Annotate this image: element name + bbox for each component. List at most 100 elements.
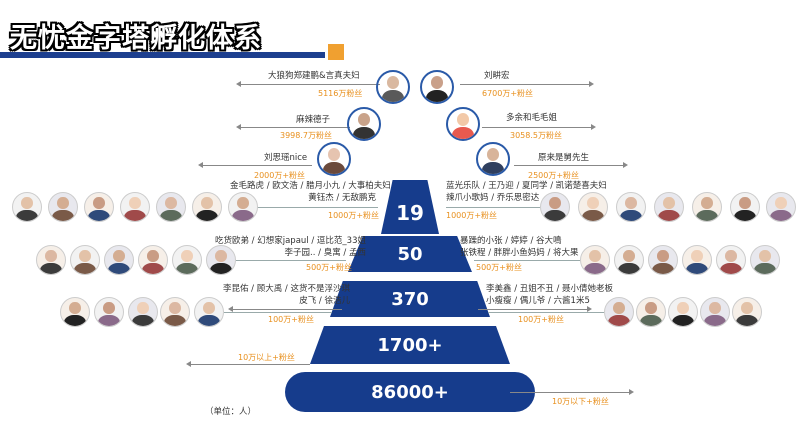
avatar: [172, 245, 202, 275]
avatar: [614, 245, 644, 275]
avatar: [616, 192, 646, 222]
unit-note: （单位：人）: [205, 407, 257, 417]
avatar: [194, 297, 224, 327]
avatar: [700, 297, 730, 327]
avatar: [94, 297, 124, 327]
avatar: [682, 245, 712, 275]
top-left-3-fans: 2000万+粉丝: [254, 171, 306, 180]
connector-line: [224, 312, 332, 313]
connector-line: [236, 260, 346, 261]
tier-2-value: 50: [397, 243, 423, 265]
tier2-right-names: 暴躁的小张 / 婷婷 / 谷大鳴 张铁程 / 胖胖小鱼妈妈 / 将大果: [460, 235, 579, 259]
avatar: [12, 192, 42, 222]
avatar: [36, 245, 66, 275]
top-right-1-arrow: [460, 81, 594, 87]
avatar: [604, 297, 634, 327]
top-right-3-arrow: [514, 162, 628, 168]
avatar: [730, 192, 760, 222]
tier1-right-fans: 1000万+粉丝: [446, 211, 498, 220]
tier4-left-arrow: [186, 361, 310, 367]
avatar: [654, 192, 684, 222]
avatar: [84, 192, 114, 222]
avatar: [104, 245, 134, 275]
tier3-left-fans: 100万+粉丝: [268, 315, 314, 324]
tier2-right-fans: 500万+粉丝: [476, 263, 522, 272]
top-left-1-fans: 5116万粉丝: [318, 89, 363, 98]
tier1-left-line-2: 黄钰杰 / 无敌鹏克: [308, 193, 376, 203]
avatar: [750, 245, 780, 275]
avatar: [48, 192, 78, 222]
avatar: [716, 245, 746, 275]
avatar: [420, 70, 454, 104]
tier2-left-names: 吃货欧弟 / 幻想家japaul / 逗比范_33姐 李子园.. / 臭寓 / …: [196, 235, 366, 259]
top-right-2-name: 多余和毛毛姐: [506, 113, 558, 123]
title-accent-square: [328, 44, 344, 60]
tier2-left-line-2: 李子园.. / 臭寓 / 孟西: [284, 248, 366, 258]
avatar: [317, 142, 351, 176]
avatar: [668, 297, 698, 327]
tier3-right-line-2: 小瘦瘦 / 偶儿爷 / 六酱1米5: [486, 296, 590, 306]
top-left-3-arrow: [198, 162, 312, 168]
tier3-right-fans: 100万+粉丝: [518, 315, 564, 324]
top-right-3-fans: 2500万+粉丝: [528, 171, 580, 180]
avatar: [70, 245, 100, 275]
top-right-1-name: 刘畊宏: [484, 71, 510, 81]
tier3-left-line-2: 皮飞 / 徐浩儿: [299, 296, 350, 306]
tier-4: 1700+: [310, 326, 510, 364]
top-left-2-name: 麻辣德子: [296, 115, 331, 125]
tier4-left-fans: 10万以上+粉丝: [238, 353, 295, 362]
avatar: [120, 192, 150, 222]
tier2-right-line-2: 张铁程 / 胖胖小鱼妈妈 / 将大果: [460, 248, 579, 258]
tier5-right-fans: 10万以下+粉丝: [552, 397, 609, 406]
tier5-right-arrow: [510, 389, 634, 395]
connector-line: [474, 260, 580, 261]
avatar: [376, 70, 410, 104]
tier2-right-line-1: 暴躁的小张 / 婷婷 / 谷大鳴: [460, 236, 562, 246]
connector-line: [238, 207, 378, 208]
avatar: [692, 192, 722, 222]
avatar: [578, 192, 608, 222]
tier3-left-line-1: 李昆佑 / 顾大禹 / 这货不是浮沙琪: [222, 284, 350, 294]
connector-line: [446, 207, 540, 208]
tier-2: 50: [348, 236, 472, 272]
tier1-left-line-1: 金毛路虎 / 欧文浩 / 腊月小九 / 大事柏夫妇: [230, 181, 391, 191]
tier3-right-names: 李美鑫 / 丑姐不丑 / 聂小倩她老板 小瘦瘦 / 偶儿爷 / 六酱1米5: [486, 283, 613, 307]
tier-3: 370: [330, 281, 490, 317]
avatar: [128, 297, 158, 327]
tier-5: 86000+: [285, 372, 535, 412]
title-banner: 无忧金字塔孵化体系: [0, 0, 344, 62]
tier1-right-line-1: 蓝光乐队 / 王乃迎 / 夏同学 / 凯诺楚喜夫妇: [446, 181, 607, 191]
tier1-right-line-2: 辣爪小歌妈 / 乔乐思密达: [446, 193, 540, 203]
avatar: [60, 297, 90, 327]
avatar: [347, 107, 381, 141]
avatar: [732, 297, 762, 327]
tier3-right-line-1: 李美鑫 / 丑姐不丑 / 聂小倩她老板: [486, 284, 614, 294]
tier1-left-names: 金毛路虎 / 欧文浩 / 腊月小九 / 大事柏夫妇 黄钰杰 / 无敌鹏克: [230, 180, 391, 204]
avatar: [206, 245, 236, 275]
title-underline: [0, 52, 325, 58]
top-right-3-name: 原来是舅先生: [538, 153, 590, 163]
tier3-left-arrow: [228, 306, 342, 312]
avatar: [540, 192, 570, 222]
top-left-1-arrow: [236, 81, 380, 87]
avatar: [580, 245, 610, 275]
avatar: [766, 192, 796, 222]
avatar: [446, 107, 480, 141]
tier-4-value: 1700+: [377, 334, 443, 356]
tier1-left-fans: 1000万+粉丝: [328, 211, 380, 220]
page-title: 无忧金字塔孵化体系: [10, 23, 262, 54]
top-left-1-name: 大狼狗郑建鹏&言真夫妇: [268, 71, 360, 81]
top-left-2-arrow: [236, 124, 350, 130]
avatar: [192, 192, 222, 222]
tier-1-value: 19: [396, 201, 424, 225]
avatar: [160, 297, 190, 327]
tier-5-value: 86000+: [371, 381, 449, 403]
avatar: [476, 142, 510, 176]
tier1-right-names: 蓝光乐队 / 王乃迎 / 夏同学 / 凯诺楚喜夫妇 辣爪小歌妈 / 乔乐思密达: [446, 180, 607, 204]
tier2-left-line-1: 吃货欧弟 / 幻想家japaul / 逗比范_33姐: [214, 236, 366, 246]
tier3-right-arrow: [478, 306, 592, 312]
avatar: [138, 245, 168, 275]
top-right-2-fans: 3058.5万粉丝: [510, 131, 562, 140]
top-left-3-name: 刘思瑶nice: [264, 153, 308, 163]
tier-3-value: 370: [391, 288, 429, 310]
